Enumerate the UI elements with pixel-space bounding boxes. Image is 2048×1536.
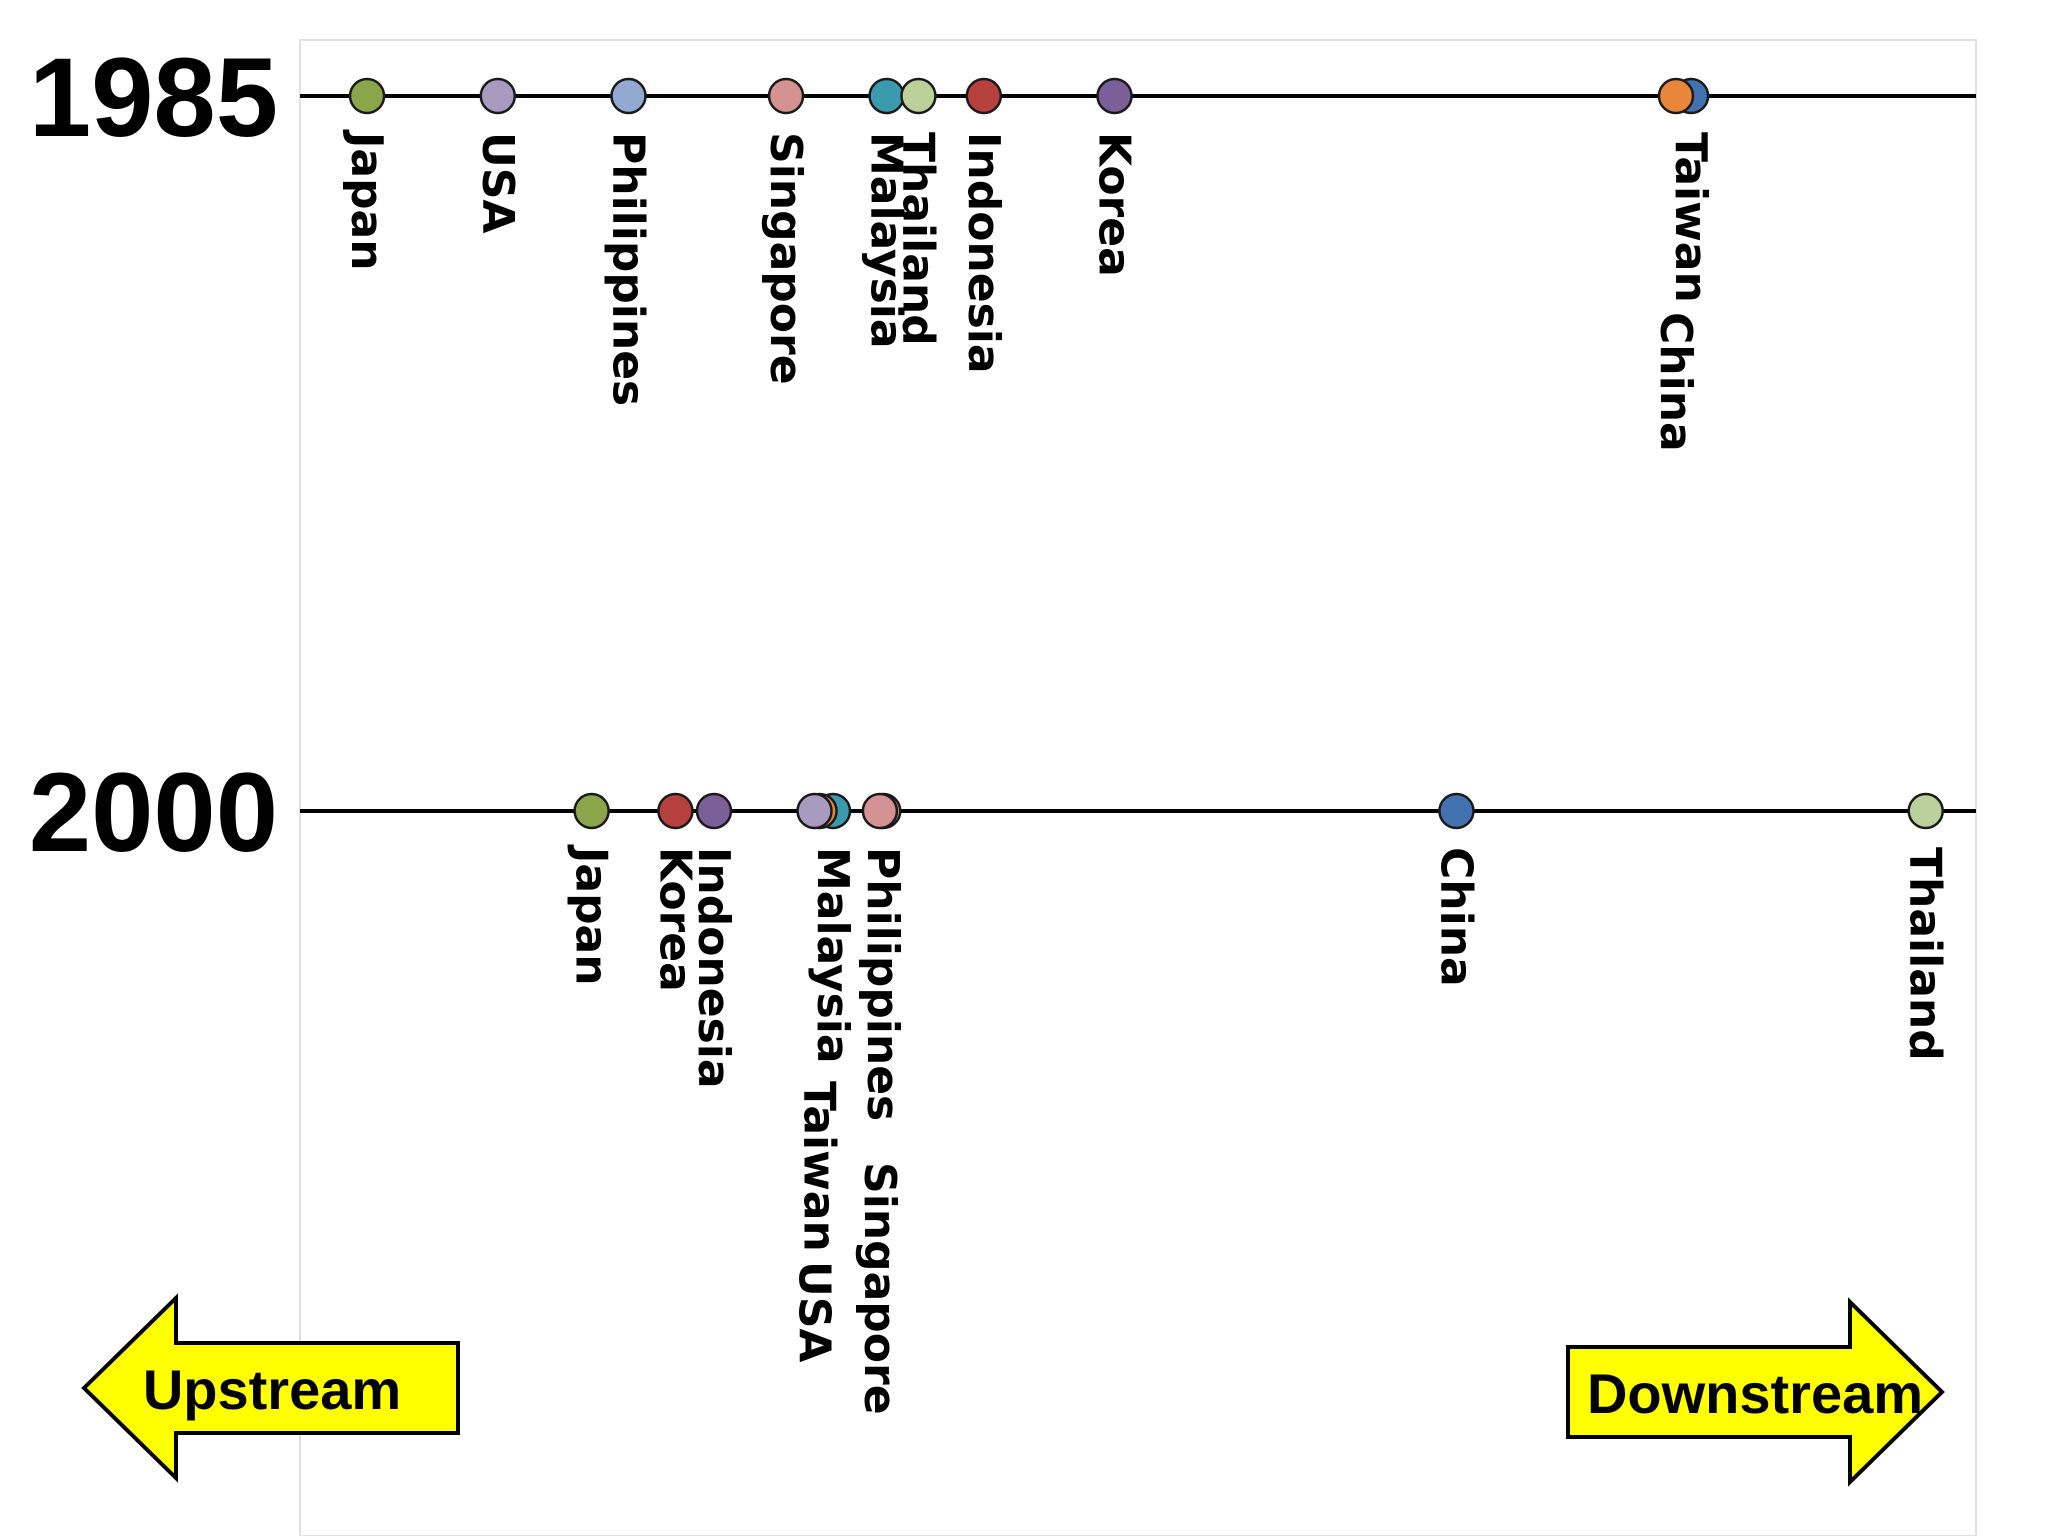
country-label: Malaysia bbox=[807, 847, 858, 1064]
downstream-arrow-shape bbox=[1566, 1297, 1945, 1487]
data-point bbox=[868, 77, 905, 115]
data-point bbox=[796, 792, 833, 830]
upstream-label: Upstream bbox=[143, 1358, 401, 1421]
country-label: Thailand bbox=[1900, 847, 1951, 1061]
country-label: Thailand bbox=[892, 132, 943, 346]
data-point bbox=[1657, 77, 1695, 115]
upstream-arrow-shape bbox=[81, 1293, 460, 1483]
data-point bbox=[1907, 792, 1944, 830]
year-label: 2000 bbox=[29, 750, 278, 875]
plot-area bbox=[299, 39, 1977, 1536]
downstream-arrow: Downstream bbox=[1566, 1297, 1945, 1487]
data-point bbox=[348, 77, 386, 115]
data-point bbox=[479, 77, 517, 115]
country-label: Taiwan bbox=[794, 1081, 845, 1252]
country-label: Philippines bbox=[857, 847, 908, 1121]
data-point bbox=[1438, 792, 1475, 830]
country-label: Japan bbox=[341, 129, 392, 271]
data-point bbox=[1096, 77, 1133, 115]
data-point bbox=[573, 792, 610, 830]
country-label: Philippines bbox=[602, 132, 653, 406]
data-point bbox=[861, 792, 899, 830]
country-label: Korea bbox=[649, 847, 700, 992]
country-label: USA bbox=[789, 1261, 840, 1362]
country-label: Indonesia bbox=[688, 847, 739, 1089]
data-point bbox=[657, 792, 694, 830]
country-label: Korea bbox=[1089, 132, 1140, 277]
country-label: Taiwan bbox=[1665, 132, 1716, 303]
data-point bbox=[900, 77, 937, 115]
country-label: China bbox=[1430, 847, 1481, 987]
year-label: 1985 bbox=[29, 35, 278, 160]
upstream-arrow: Upstream bbox=[81, 1293, 460, 1483]
data-point bbox=[695, 792, 733, 830]
data-point bbox=[610, 77, 647, 115]
country-label: USA bbox=[472, 132, 523, 233]
country-label: Malaysia bbox=[861, 132, 912, 349]
data-point bbox=[965, 77, 1003, 115]
country-label: Indonesia bbox=[958, 132, 1009, 374]
data-point bbox=[767, 77, 805, 115]
country-label: Japan bbox=[566, 844, 617, 986]
country-label: China bbox=[1650, 312, 1701, 452]
downstream-label: Downstream bbox=[1587, 1362, 1923, 1425]
country-label: Singapore bbox=[854, 1162, 905, 1415]
country-label: Singapore bbox=[760, 132, 811, 385]
